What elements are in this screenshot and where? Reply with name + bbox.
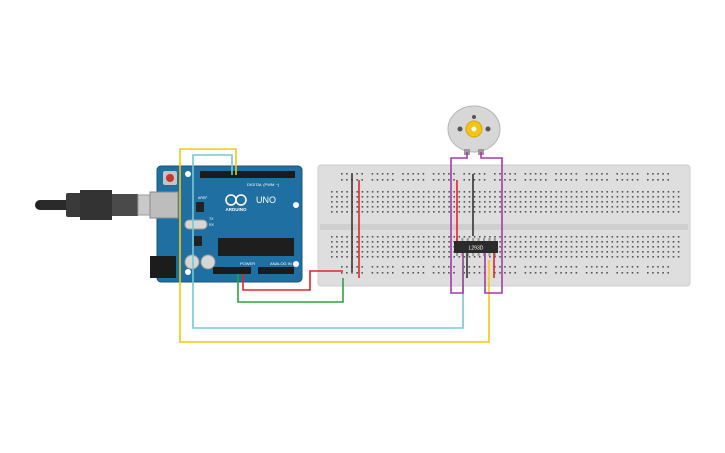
model-label: UNO (256, 195, 276, 205)
reset-button[interactable] (166, 174, 174, 182)
breadboard-holes (331, 173, 680, 274)
analog-label: ANALOG IN (270, 261, 292, 266)
chip-label: L293D (469, 246, 484, 252)
usb-port (149, 191, 179, 219)
usb-cable[interactable] (35, 190, 161, 220)
arduino-logo-icon (225, 194, 247, 206)
aref-label: AREF (198, 196, 207, 200)
power-label: POWER (240, 261, 255, 266)
wire-yellow[interactable] (179, 148, 490, 343)
digital-label: DIGITAL (PWM ~) (247, 182, 280, 187)
digital-header (200, 171, 295, 178)
rx-label: RX (209, 223, 215, 227)
wire-green-gnd[interactable] (237, 274, 344, 303)
atmega-chip (218, 238, 294, 256)
brand-label: ARDUINO (226, 207, 247, 212)
power-jack (150, 256, 176, 278)
wire-cyan[interactable] (192, 154, 464, 329)
power-header (213, 267, 251, 274)
dc-motor[interactable] (447, 105, 501, 155)
tx-label: TX (209, 217, 214, 221)
wire-magenta-right[interactable] (480, 152, 503, 294)
wire-red-5v[interactable] (242, 270, 343, 291)
analog-header (258, 267, 294, 274)
breadboard[interactable] (317, 164, 691, 287)
arduino-uno-board[interactable]: ARDUINO UNO DIGITAL (PWM ~) POWER ANALOG… (149, 165, 303, 283)
wire-magenta-left[interactable] (450, 152, 468, 294)
